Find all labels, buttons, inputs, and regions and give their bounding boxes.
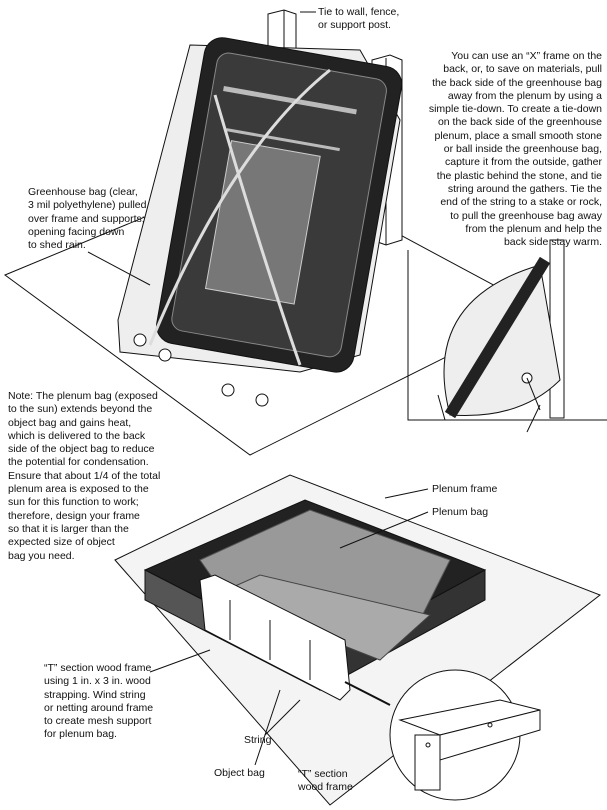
label-string: String [244, 734, 272, 746]
label-plenum-bag: Plenum bag [432, 506, 489, 518]
label-plenum-note: Note: The plenum bag (exposed to the sun… [8, 390, 161, 562]
label-tie-post: Tie to wall, fence, or support post. [318, 6, 400, 32]
inset-tie-down [407, 239, 607, 433]
leader-greenhouse-bag [87, 251, 151, 286]
t-section-frame-bottom [199, 574, 351, 701]
binder-clips [133, 333, 269, 407]
label-object-bag: Object bag [214, 767, 265, 779]
label-t-section-frame: “T” section wood frame using 1 in. x 3 i… [44, 662, 154, 741]
label-greenhouse-bag: Greenhouse bag (clear, 3 mil polyethylen… [28, 186, 147, 252]
x-frame [148, 68, 331, 366]
label-x-frame-note: You can use an “X” frame on the back, or… [428, 50, 602, 249]
t-section-detail [389, 669, 541, 801]
label-t-section-detail: “T” section wood frame [298, 768, 353, 794]
label-plenum-frame: Plenum frame [432, 483, 498, 495]
